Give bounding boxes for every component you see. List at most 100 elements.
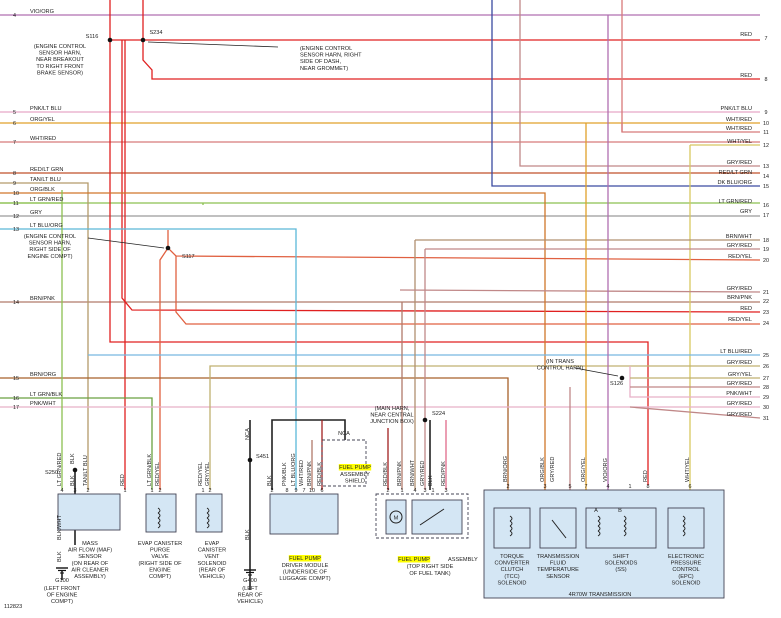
trans-pin: 7 xyxy=(585,484,588,490)
wire-tan-lt-blu xyxy=(0,182,89,490)
fpdm-blk-label: BLK xyxy=(267,475,273,486)
ss-a-coil-icon xyxy=(597,515,601,522)
maf-wire-label: BLK xyxy=(70,475,76,486)
splice-label-s116: S116 xyxy=(86,34,99,40)
right-wire-number: 29 xyxy=(763,395,769,401)
right-wire-number: 20 xyxy=(763,258,769,264)
maf-wire-label: LT GRN/RED xyxy=(57,453,63,486)
caption-ss: (SS) xyxy=(615,567,626,573)
wire-lt-grn-blk xyxy=(0,397,153,490)
g400-nca-label: NCA xyxy=(245,428,251,440)
right-wire-color-label: RED xyxy=(740,306,752,312)
splice-label-s250: S250 xyxy=(45,470,58,476)
g400-blk-label: BLK xyxy=(245,529,251,540)
caption-evap-vent: EVAP xyxy=(205,541,220,547)
right-wire-number: 7 xyxy=(765,36,768,42)
right-wire-number: 31 xyxy=(763,416,769,422)
fpdm-pin: 8 xyxy=(286,488,289,494)
note-s117: ENGINE COMPT) xyxy=(27,254,72,260)
note-s234: SIDE OF DASH, xyxy=(300,59,341,65)
right-wire-number: 26 xyxy=(763,364,769,370)
right-wire-color-label: RED/YEL xyxy=(728,317,752,323)
caption-evap-vent: VENT xyxy=(205,554,221,560)
leader-s117 xyxy=(87,237,165,249)
caption-epc: (EPC) xyxy=(678,574,693,580)
wire-red-yel-20 xyxy=(167,230,761,261)
note-s126: CONTROL HARN) xyxy=(537,366,584,372)
right-wire-color-label: PNK/WHT xyxy=(726,391,752,397)
caption-epc: ELECTRONIC xyxy=(668,554,704,560)
right-wire-number: 30 xyxy=(763,405,769,411)
splice-label-s126: S126 xyxy=(610,381,623,387)
wire-pnk-wht-29 xyxy=(629,366,760,398)
splice-label-s234: S234 xyxy=(149,30,162,36)
caption-tcc: (TCC) xyxy=(504,574,519,580)
note-s116: (ENGINE CONTROL xyxy=(34,44,86,50)
left-wire-color-label: LT GRN/RED xyxy=(30,197,63,203)
left-wire-color-label: TAN/LT BLU xyxy=(30,177,61,183)
note-g100: COMPT) xyxy=(51,599,73,605)
right-wire-number: 24 xyxy=(763,321,769,327)
caption-maf: MASS xyxy=(82,541,98,547)
wire-gry-yel xyxy=(209,365,760,490)
splice-s234 xyxy=(140,37,146,43)
caption-fpdm-highlight-text: FUEL PUMP xyxy=(289,556,321,562)
fpa-wire-label: BRN/PNK xyxy=(397,461,403,486)
wire-red-main-7 xyxy=(109,0,760,41)
ss-a-coil-icon xyxy=(597,525,601,532)
vent-pin: 1 xyxy=(202,488,205,494)
wire-red-trans xyxy=(109,40,649,485)
left-wire-color-label: RED/LT GRN xyxy=(30,167,63,173)
caption-evap-vent: CANISTER xyxy=(198,548,226,554)
purge-wire-label: LT GRN/BLK xyxy=(147,454,153,486)
left-wire-number: 13 xyxy=(13,227,19,233)
right-wire-number: 16 xyxy=(763,203,769,209)
caption-evap-vent: (REAR OF xyxy=(199,567,226,573)
right-wire-color-label: GRY/RED xyxy=(727,286,752,292)
caption-tft: SENSOR xyxy=(546,574,570,580)
splice-label-s451: S451 xyxy=(256,454,269,460)
caption-maf: SENSOR xyxy=(78,554,102,560)
caption-fpa-highlight-text: FUEL PUMP xyxy=(398,557,430,563)
vent-coil-icon xyxy=(206,517,210,524)
left-wire-number: 17 xyxy=(13,405,19,411)
right-wire-color-label: GRY/RED xyxy=(727,381,752,387)
caption-fpdm-highlight-text-highlight xyxy=(288,555,322,562)
purge-coil-icon xyxy=(157,507,161,514)
caption-fpa: ASSEMBLY xyxy=(448,557,478,563)
right-wire-number: 18 xyxy=(763,238,769,244)
maf-pin: 3 xyxy=(74,488,77,494)
caption-fpa-highlight-text-highlight xyxy=(397,556,431,563)
trans-pin: 2 xyxy=(507,484,510,490)
right-wire-color-label: PNK/LT BLU xyxy=(720,106,752,112)
caption-maf: AIR FLOW (MAF) xyxy=(68,548,112,554)
note-s117: (ENGINE CONTROL xyxy=(24,234,76,240)
right-wire-color-label: RED/YEL xyxy=(728,254,752,260)
left-wire-number: 11 xyxy=(13,201,19,207)
purge-pin: 1 xyxy=(151,488,154,494)
trans-pin: 4 xyxy=(607,484,610,490)
fpa-pin: 3 xyxy=(424,488,427,494)
caption-maf: ASSEMBLY) xyxy=(74,574,106,580)
caption-shield-highlight-text-highlight xyxy=(338,464,372,471)
motor-icon xyxy=(389,510,403,524)
splice-label-s117: S117 xyxy=(182,254,195,260)
note-s224: (MAIN HARN, xyxy=(375,406,410,412)
note-g400: REAR OF xyxy=(238,593,263,599)
evap-purge-valve-box xyxy=(145,493,177,533)
caption-shield-highlight-text: FUEL PUMP xyxy=(339,465,371,471)
fpa-wire-label: BLK xyxy=(428,475,434,486)
right-wire-number: 27 xyxy=(763,376,769,382)
splice-s224 xyxy=(422,417,428,423)
left-wire-number: 8 xyxy=(13,171,16,177)
wire-layer xyxy=(0,0,761,590)
fpa-pin: 1 xyxy=(401,488,404,494)
note-s234: SENSOR HARN, RIGHT xyxy=(300,53,362,59)
caption-ss: SOLENOIDS xyxy=(605,561,638,567)
left-wire-number: 15 xyxy=(13,376,19,382)
left-wire-color-label: PNK/WHT xyxy=(30,401,56,407)
fpa-wire-label: RED/BLK xyxy=(383,462,389,486)
vent-pin: 2 xyxy=(209,488,212,494)
caption-evap-vent: VEHICLE) xyxy=(199,574,225,580)
nca-label-shield: NCA xyxy=(338,431,350,437)
